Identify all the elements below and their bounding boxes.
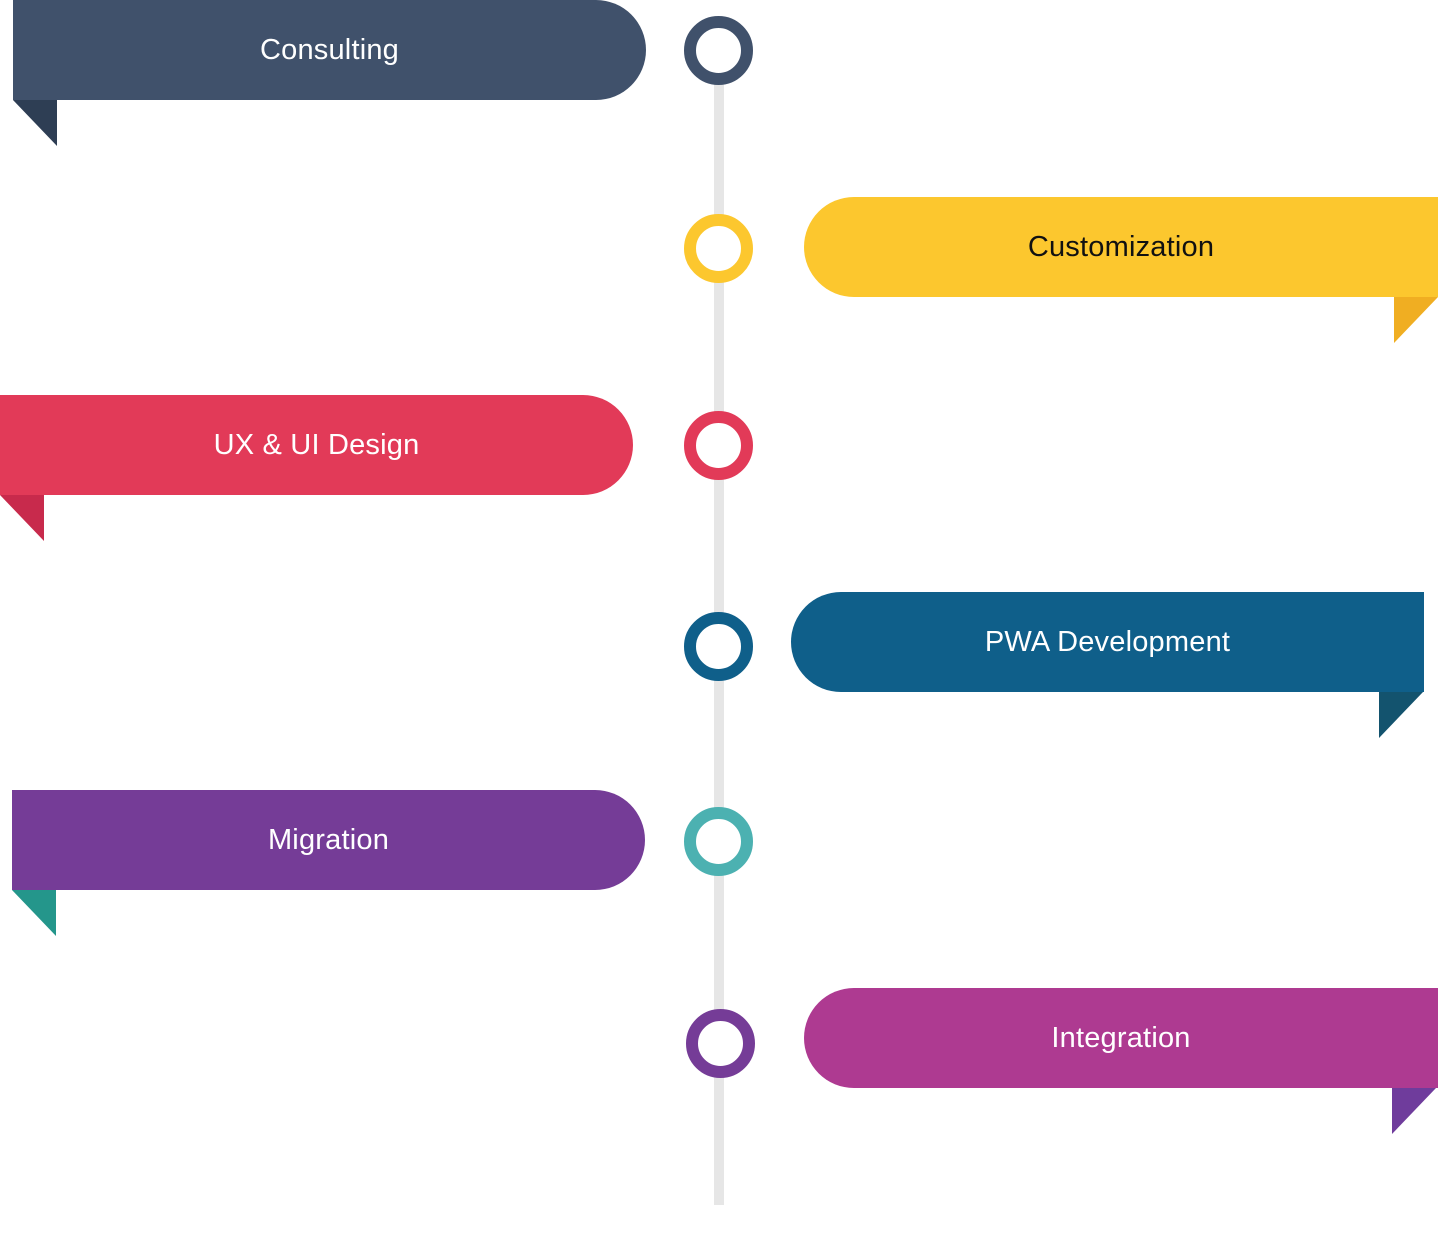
banner-consulting: Consulting (13, 0, 646, 100)
banner-customization: Customization (804, 197, 1438, 297)
banner-label: Integration (1051, 1021, 1191, 1054)
banner-pwa-development: PWA Development (791, 592, 1424, 692)
banner-label: UX & UI Design (213, 428, 420, 461)
banner-integration: Integration (804, 988, 1438, 1088)
timeline-node (684, 612, 753, 681)
banner-fold (12, 890, 56, 936)
banner-fold (1392, 1088, 1436, 1134)
timeline-node (686, 1009, 755, 1078)
banner-migration: Migration (12, 790, 645, 890)
banner-label: Migration (267, 823, 390, 856)
banner-fold (13, 100, 57, 146)
banner-ux-ui-design: UX & UI Design (0, 395, 633, 495)
timeline-node (684, 411, 753, 480)
banner-fold (0, 495, 44, 541)
timeline-node (684, 807, 753, 876)
banner-fold (1394, 297, 1438, 343)
timeline-node (684, 16, 753, 85)
banner-fold (1379, 692, 1423, 738)
banner-label: Customization (1027, 230, 1215, 263)
banner-label: PWA Development (984, 625, 1231, 658)
banner-label: Consulting (259, 33, 400, 66)
timeline-node (684, 214, 753, 283)
